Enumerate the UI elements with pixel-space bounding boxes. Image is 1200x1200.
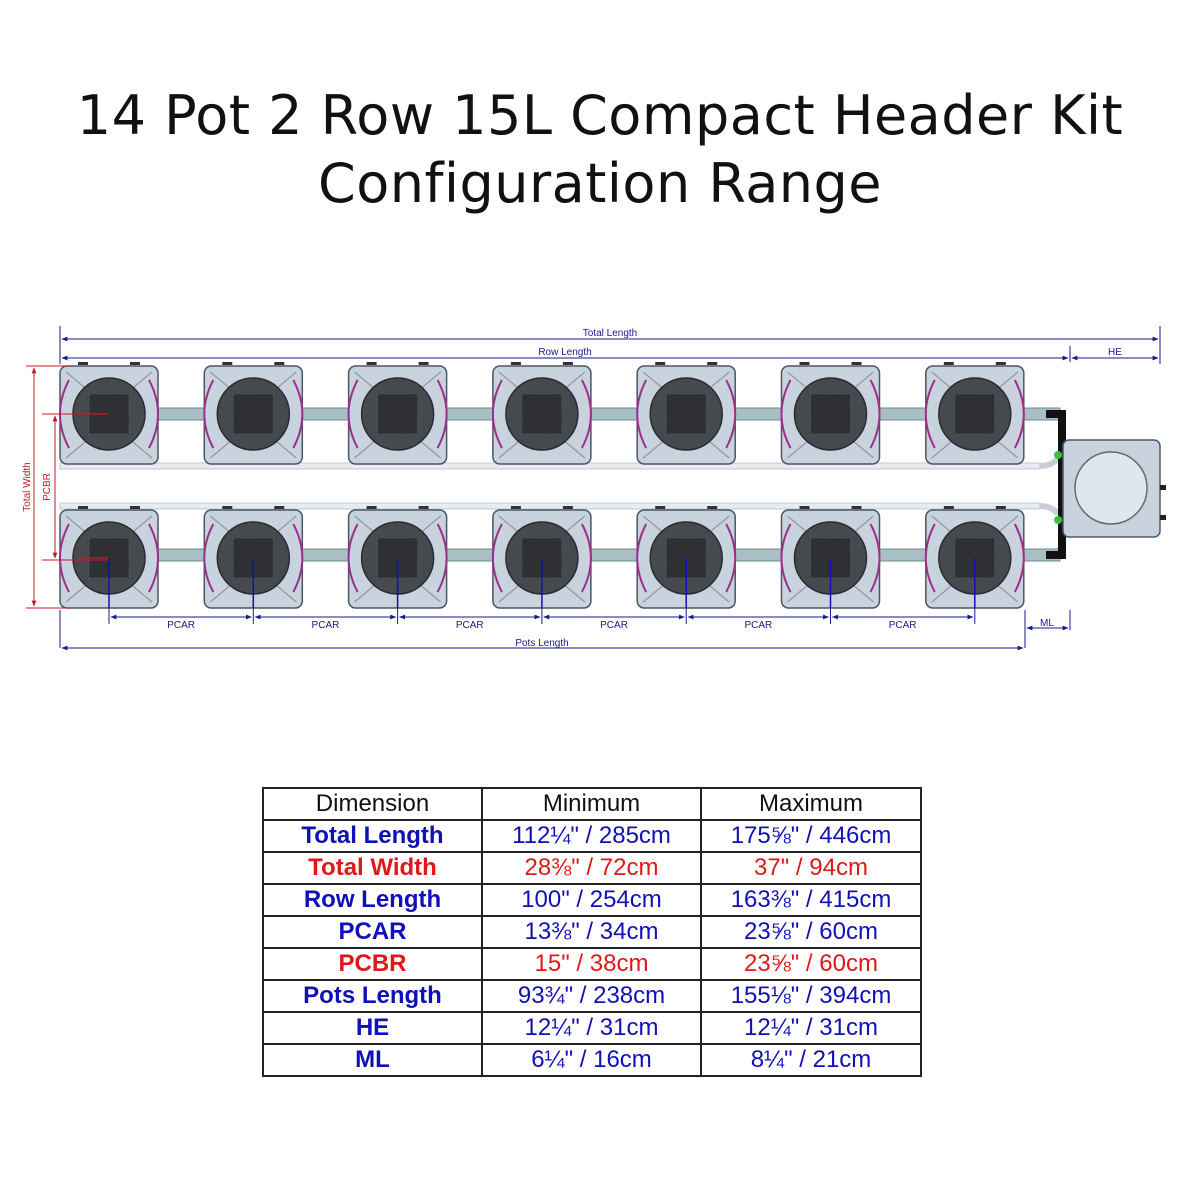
table-header-row: Dimension Minimum Maximum — [262, 787, 922, 821]
drain-elbow-top — [1039, 456, 1061, 469]
dimension-name-cell: Pots Length — [262, 979, 483, 1013]
page-title-line-2: Configuration Range — [317, 152, 883, 215]
minimum-cell: 28⅜" / 72cm — [481, 851, 702, 885]
header-maximum: Maximum — [700, 787, 922, 821]
dimension-name-cell: Row Length — [262, 883, 483, 917]
total-length-label: Total Length — [583, 328, 638, 339]
dimension-name-cell: ML — [262, 1043, 483, 1077]
maximum-cell: 12¼" / 31cm — [700, 1011, 922, 1045]
pot — [636, 506, 737, 609]
row-length-label: Row Length — [538, 347, 591, 358]
pot — [59, 506, 159, 609]
header-minimum: Minimum — [481, 787, 702, 821]
green-valve-top — [1054, 451, 1062, 459]
he-label: HE — [1108, 347, 1122, 358]
pot — [203, 506, 304, 609]
pot — [203, 362, 304, 465]
pots-length-label: Pots Length — [515, 638, 568, 649]
minimum-cell: 93¾" / 238cm — [481, 979, 702, 1013]
maximum-cell: 23⅝" / 60cm — [700, 947, 922, 981]
green-valve-bottom — [1054, 516, 1062, 524]
maximum-cell: 155⅛" / 394cm — [700, 979, 922, 1013]
pcar-label: PCAR — [456, 620, 484, 631]
page-title-line-1: 14 Pot 2 Row 15L Compact Header Kit — [76, 84, 1124, 147]
maximum-cell: 163⅜" / 415cm — [700, 883, 922, 917]
drain-elbow-bottom — [1039, 503, 1061, 516]
dimension-name-cell: PCAR — [262, 915, 483, 949]
ml-label: ML — [1040, 618, 1054, 629]
pcar-label: PCAR — [889, 620, 917, 631]
pot — [780, 362, 881, 465]
dimension-annotations: Total Length Row Length HE Total Width P… — [22, 326, 1161, 651]
pcbr-label: PCBR — [42, 473, 53, 501]
dimension-name-cell: Total Length — [262, 819, 483, 853]
pot — [59, 362, 159, 465]
maximum-cell: 8¼" / 21cm — [700, 1043, 922, 1077]
maximum-cell: 37" / 94cm — [700, 851, 922, 885]
pots-grid — [59, 362, 1025, 609]
header-dimension: Dimension — [262, 787, 483, 821]
minimum-cell: 112¼" / 285cm — [481, 819, 702, 853]
total-width-label: Total Width — [22, 462, 33, 511]
minimum-cell: 13⅜" / 34cm — [481, 915, 702, 949]
dimension-name-cell: PCBR — [262, 947, 483, 981]
maximum-cell: 23⅝" / 60cm — [700, 915, 922, 949]
maximum-cell: 175⅝" / 446cm — [700, 819, 922, 853]
kit-layout-diagram: Total Length Row Length HE Total Width P… — [22, 326, 1166, 651]
minimum-cell: 6¼" / 16cm — [481, 1043, 702, 1077]
pot — [347, 362, 448, 465]
pot — [636, 362, 737, 465]
pot — [347, 506, 448, 609]
dimension-name-cell: Total Width — [262, 851, 483, 885]
header-tank — [1062, 439, 1166, 538]
pcar-label: PCAR — [167, 620, 195, 631]
pcar-label: PCAR — [600, 620, 628, 631]
pot — [924, 506, 1025, 609]
minimum-cell: 15" / 38cm — [481, 947, 702, 981]
header-riser-pipe — [1046, 410, 1066, 559]
pot — [492, 506, 592, 609]
minimum-cell: 100" / 254cm — [481, 883, 702, 917]
dimension-name-cell: HE — [262, 1011, 483, 1045]
pot — [924, 362, 1025, 465]
pcar-label: PCAR — [744, 620, 772, 631]
minimum-cell: 12¼" / 31cm — [481, 1011, 702, 1045]
bottom-drain-line — [59, 502, 1041, 510]
pot — [780, 506, 881, 609]
pot — [492, 362, 592, 465]
pcar-dimensions: PCAR PCAR PCAR PCAR PCAR PCAR — [108, 608, 976, 631]
pcar-label: PCAR — [312, 620, 340, 631]
